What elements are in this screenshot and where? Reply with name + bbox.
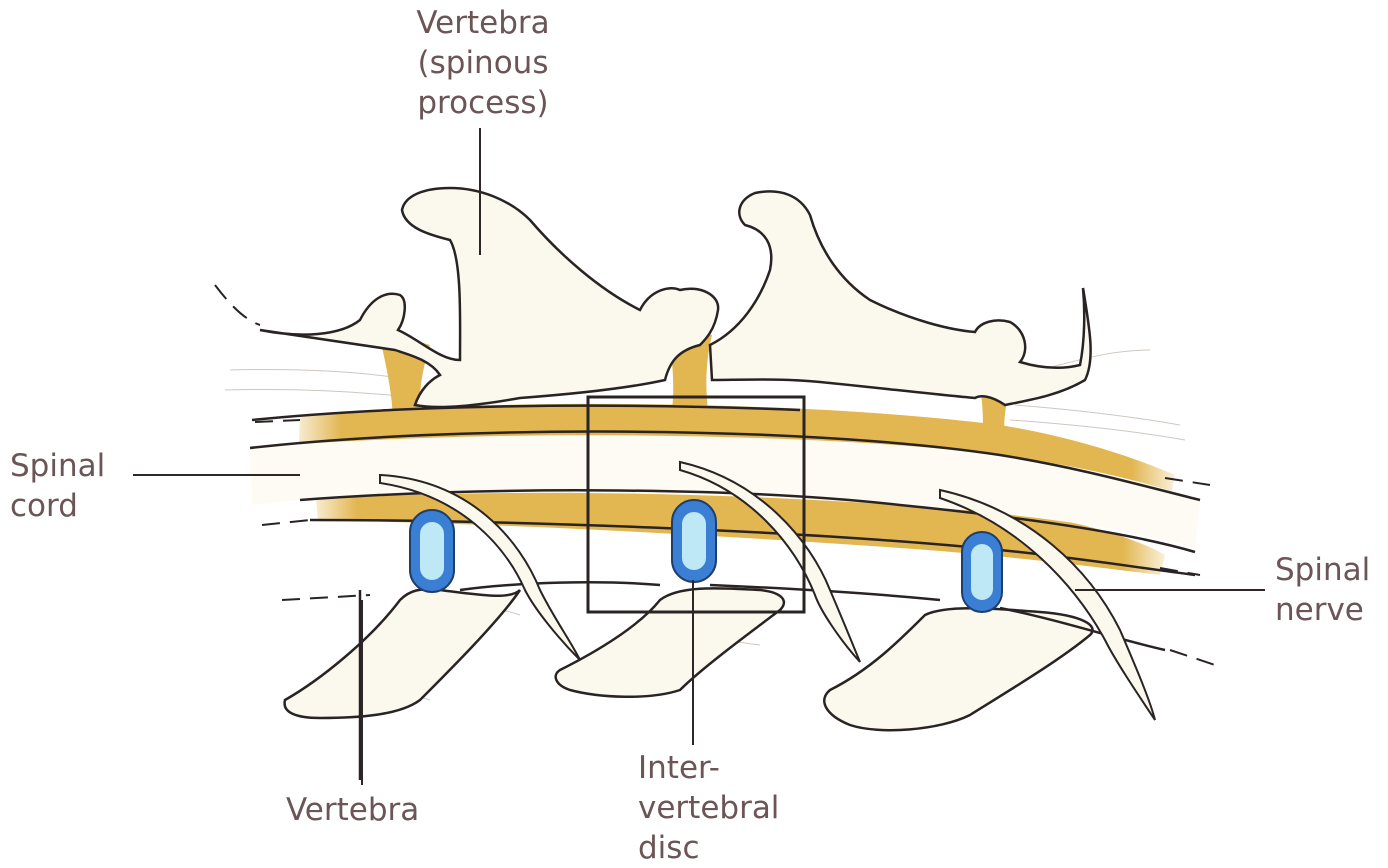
spinous-process-right	[710, 191, 1091, 405]
label-spinous-process: Vertebra (spinous process)	[398, 3, 568, 123]
label-intervertebral-disc-line-2: vertebral	[638, 788, 779, 828]
label-intervertebral-disc-line-3: disc	[638, 828, 779, 868]
label-vertebra-line-1: Vertebra	[286, 790, 419, 830]
vertebral-body-middle	[556, 588, 784, 696]
label-spinal-cord-line-1: Spinal	[10, 446, 105, 486]
spinous-process-left	[260, 188, 718, 407]
label-spinal-nerve-line-1: Spinal	[1275, 550, 1370, 590]
label-spinous-process-line-3: process)	[398, 83, 568, 123]
vertebral-body-right	[824, 608, 1092, 730]
vertebral-body-left	[285, 589, 520, 718]
label-intervertebral-disc-line-1: Inter-	[638, 748, 779, 788]
label-spinal-nerve-line-2: nerve	[1275, 590, 1370, 630]
label-spinal-cord-line-2: cord	[10, 486, 105, 526]
label-spinous-process-line-2: (spinous	[398, 43, 568, 83]
label-intervertebral-disc: Inter- vertebral disc	[638, 748, 779, 868]
label-spinal-nerve: Spinal nerve	[1275, 550, 1370, 630]
label-spinous-process-line-1: Vertebra	[398, 3, 568, 43]
label-vertebra: Vertebra	[286, 790, 419, 830]
label-spinal-cord: Spinal cord	[10, 446, 105, 526]
